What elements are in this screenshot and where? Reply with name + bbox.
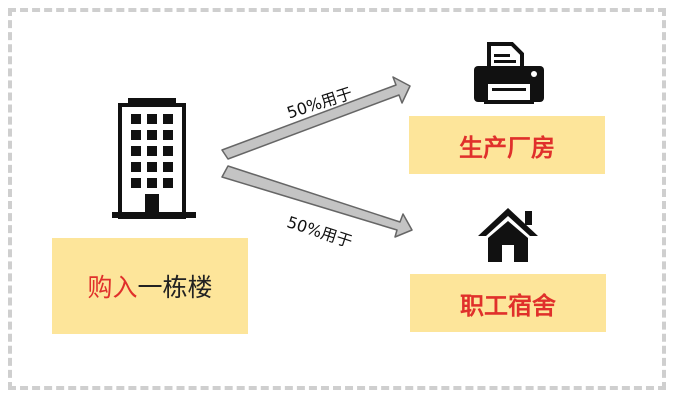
- target-label-factory: 生产厂房: [459, 133, 555, 162]
- arrow-to-dorm: [221, 165, 413, 238]
- source-rest-text: 一栋楼: [137, 273, 213, 302]
- arrow-to-factory: [221, 76, 411, 160]
- target-box-dorm: 职工宿舍: [410, 274, 606, 332]
- building-icon: [112, 98, 196, 219]
- target-label-dorm: 职工宿舍: [460, 291, 556, 320]
- dashed-frame: [8, 8, 666, 390]
- source-highlight-text: 购入: [87, 273, 138, 302]
- target-box-factory: 生产厂房: [409, 116, 605, 174]
- source-box: 购入一栋楼: [52, 238, 248, 334]
- house-icon: [478, 208, 538, 262]
- printer-icon: [474, 42, 544, 104]
